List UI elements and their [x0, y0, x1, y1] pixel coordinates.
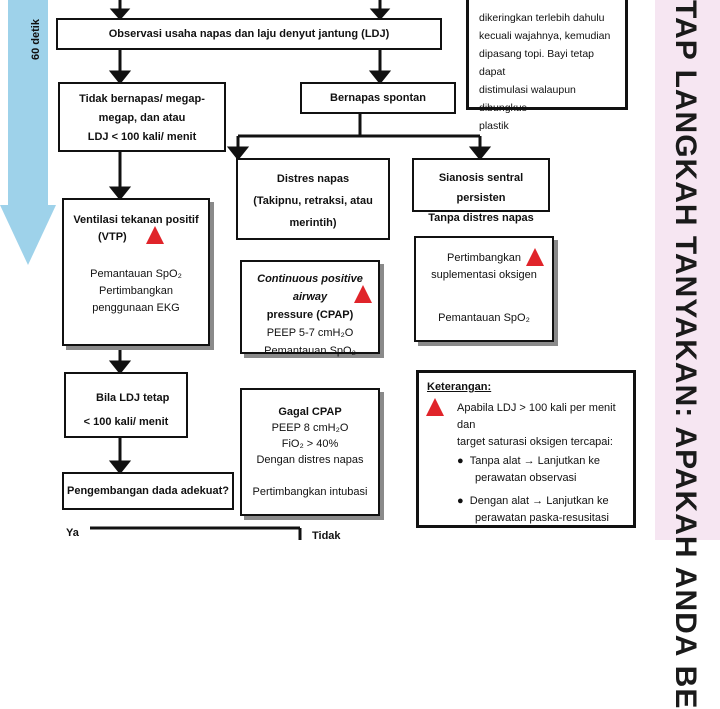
connector-arrowhead — [109, 8, 131, 21]
keterangan-line: Apabila LDJ > 100 kali per menit dan — [457, 402, 616, 431]
gagal-cpap-box: Gagal CPAP PEEP 8 cmH₂O FiO₂ > 40% Denga… — [240, 388, 380, 516]
flow-connectors — [90, 0, 492, 540]
top-note-line: dipasang topi. Bayi tetap dapat — [479, 48, 594, 78]
warning-triangle-icon — [146, 226, 164, 244]
pengembangan-box: Pengembangan dada adekuat? — [62, 472, 234, 510]
gagal-cpap-body: FiO₂ > 40% — [281, 438, 339, 450]
tidak-bernapas-line: LDJ < 100 kali/ menit — [87, 131, 197, 143]
sianosis-line: Sianosis sentral persisten — [438, 172, 524, 204]
tidak-label: Tidak — [312, 530, 341, 542]
keterangan-title: Keterangan: — [427, 381, 492, 393]
top-note-line: distimulasi walaupun dibungkus — [479, 84, 576, 114]
keterangan-bullet: perawatan paska-resusitasi — [475, 512, 609, 524]
vtp-body: Pertimbangkan — [99, 285, 173, 297]
observasi-box: Observasi usaha napas dan laju denyut ja… — [56, 18, 442, 50]
keterangan-box: Keterangan: Apabila LDJ > 100 kali per m… — [416, 370, 636, 528]
keterangan-bullet: perawatan observasi — [475, 472, 577, 484]
gagal-cpap-title: Gagal CPAP — [278, 406, 342, 418]
cpap-body: Pemantauan SpO₂ — [264, 345, 356, 357]
oksigen-title: Pertimbangkan — [447, 252, 521, 264]
keterangan-bullet: Tanpa alat → Lanjutkan ke — [469, 455, 601, 467]
warning-triangle-icon — [426, 398, 444, 416]
cpap-title: pressure (CPAP) — [266, 309, 354, 321]
connector-arrowhead — [108, 70, 132, 85]
connector-arrowhead — [369, 8, 391, 21]
distres-box: Distres napas (Takipnu, retraksi, atau m… — [236, 158, 390, 240]
distres-line: merintih) — [289, 217, 337, 229]
gagal-cpap-body: PEEP 8 cmH₂O — [271, 422, 349, 434]
sidebar-panel — [655, 0, 720, 540]
top-note-line: kecuali wajahnya, kemudian — [479, 30, 611, 42]
bullet-icon: ● — [457, 455, 470, 467]
connector-arrowhead — [108, 460, 132, 475]
top-note-line: plastik — [479, 120, 509, 132]
connector-arrowhead — [108, 360, 132, 375]
ya-label: Ya — [66, 527, 79, 539]
distres-line: Distres napas — [276, 173, 350, 185]
cpap-box: Continuous positive airway pressure (CPA… — [240, 260, 380, 357]
bernapas-spontan-label: Bernapas spontan — [330, 92, 426, 104]
connector-arrowhead — [368, 70, 392, 85]
vtp-body: Pemantauan SpO₂ — [90, 268, 182, 280]
gagal-cpap-body: Pertimbangkan intubasi — [252, 486, 368, 498]
ldj-tetap-line: Bila LDJ tetap — [96, 392, 170, 404]
observasi-label: Observasi usaha napas dan laju denyut ja… — [108, 28, 390, 40]
connector-arrowhead — [108, 186, 132, 201]
pengembangan-label: Pengembangan dada adekuat? — [67, 485, 229, 497]
timeline-arrow-bar — [8, 0, 48, 210]
vtp-box: Ventilasi tekanan positif (VTP) Pemantau… — [62, 198, 210, 346]
ldj-tetap-box: Bila LDJ tetap < 100 kali/ menit — [64, 372, 188, 438]
top-note-box: dikeringkan terlebih dahulu kecuali waja… — [466, 0, 628, 132]
cpap-title: Continuous positive airway — [257, 273, 363, 303]
connector-arrowhead — [226, 146, 250, 161]
vtp-title: (VTP) — [98, 231, 127, 243]
vtp-body: penggunaan EKG — [92, 302, 180, 314]
cpap-body: PEEP 5-7 cmH₂O — [266, 327, 354, 339]
warning-triangle-icon — [526, 248, 544, 266]
vtp-title: Ventilasi tekanan positif — [73, 214, 199, 226]
bernapas-spontan-box: Bernapas spontan — [300, 82, 456, 114]
top-note-line: dikeringkan terlebih dahulu — [479, 12, 605, 24]
keterangan-line: target saturasi oksigen tercapai: — [457, 436, 613, 448]
tidak-bernapas-line: megap, dan atau — [98, 112, 186, 124]
oksigen-title: suplementasi oksigen — [431, 269, 537, 281]
tidak-bernapas-box: Tidak bernapas/ megap- megap, dan atau L… — [58, 82, 226, 152]
gagal-cpap-body: Dengan distres napas — [256, 454, 364, 466]
keterangan-bullet: Dengan alat → Lanjutkan ke — [469, 495, 609, 507]
timeline-arrow-head — [0, 205, 56, 265]
distres-line: (Takipnu, retraksi, atau — [253, 195, 373, 207]
warning-triangle-icon — [354, 285, 372, 303]
bullet-icon: ● — [457, 495, 470, 507]
gagal-cpap-spacer — [242, 468, 378, 484]
ldj-tetap-line: < 100 kali/ menit — [83, 416, 169, 428]
sianosis-box: Sianosis sentral persisten Tanpa distres… — [412, 158, 550, 224]
sianosis-line: Tanpa distres napas — [428, 212, 534, 224]
tidak-bernapas-line: Tidak bernapas/ megap- — [79, 93, 205, 105]
oksigen-body: Pemantauan SpO₂ — [438, 312, 530, 324]
connector-arrowhead — [468, 146, 492, 161]
